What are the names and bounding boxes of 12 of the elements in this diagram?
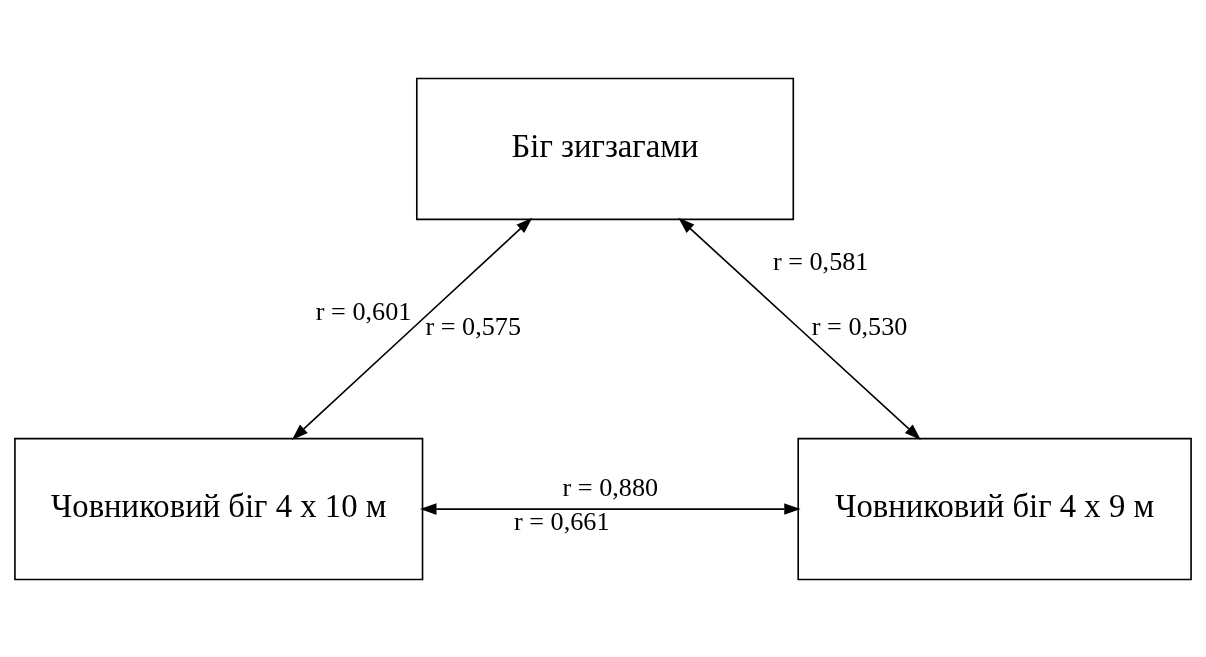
label: r = 0,601 <box>315 296 412 326</box>
node-box: Біг зигзагами <box>416 77 795 220</box>
edge-label: r = 0,530 <box>811 311 908 341</box>
label: r = 0,581 <box>772 246 869 276</box>
node-box: Човниковий біг 4 х 10 м <box>14 437 424 580</box>
arrow <box>420 502 801 515</box>
edge-label: r = 0,575 <box>425 311 522 341</box>
arrow <box>291 217 533 440</box>
arrow <box>678 217 921 440</box>
node-box: Човниковий біг 4 х 9 м <box>797 437 1192 580</box>
label: r = 0,661 <box>514 506 610 536</box>
edge-label: r = 0,880 <box>562 472 659 502</box>
